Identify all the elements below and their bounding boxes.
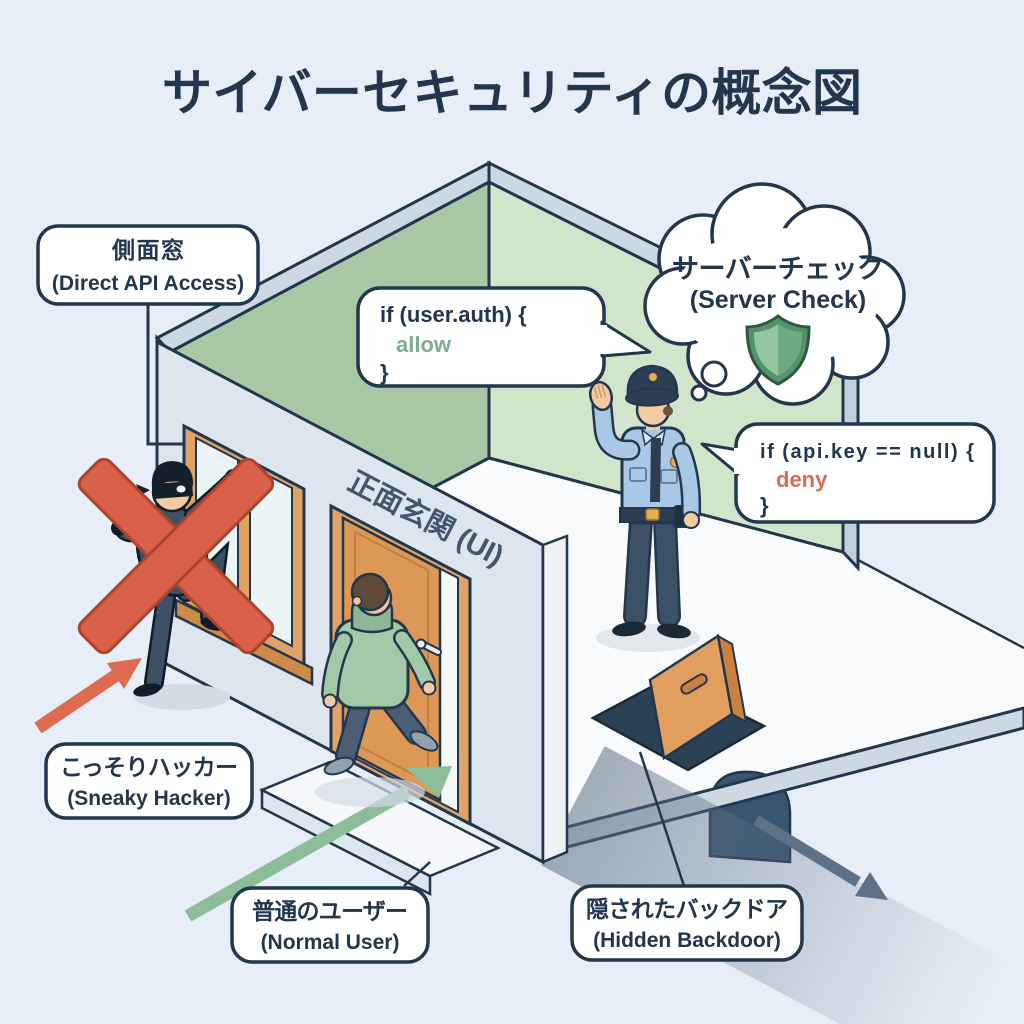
server-check-en: (Server Check) [690, 286, 866, 314]
deny-code-line3: } [760, 493, 769, 518]
hidden-backdoor-trapdoor [590, 633, 767, 772]
user-ear [351, 595, 363, 607]
red-arrow-shaft [34, 668, 122, 734]
server-check-cloud: サーバーチェック (Server Check) [643, 182, 906, 406]
backdoor-arrow [753, 815, 888, 900]
cloud-core [675, 228, 879, 368]
guard-collar-left [640, 428, 655, 447]
label-sneaky-hacker: こっそりハッカー (Sneaky Hacker) [44, 742, 254, 820]
normal-user-figure [315, 572, 439, 807]
thought-trail-bubble-1 [700, 360, 728, 388]
deny-code-line1: if (api.key == null) { [760, 441, 974, 463]
hidden-backdoor-jp: 隠されたバックドア [586, 896, 788, 922]
hacker-eye [176, 485, 186, 493]
sneaky-hacker-jp: こっそりハッカー [60, 754, 238, 780]
side-window-jp: 側面窓 [111, 237, 184, 263]
guard-left-hand [682, 511, 700, 529]
trapdoor-handle [680, 673, 708, 695]
guard-tie [650, 438, 661, 502]
page-title: サイバーセキュリティの概念図 [162, 65, 862, 121]
left-wall-base-line [431, 456, 490, 490]
allow-bubble-seam [597, 325, 607, 354]
user-right-hand [421, 680, 437, 696]
code-bubble-allow: if (user.auth) { allow } [356, 286, 652, 388]
backdoor-arrow-head [855, 872, 888, 900]
guard-stop-hand [588, 380, 614, 412]
green-arrow-shaft [184, 785, 412, 922]
guard-hair [663, 406, 673, 416]
label-hidden-backdoor: 隠されたバックドア (Hidden Backdoor) [570, 751, 804, 962]
normal-user-jp: 普通のユーザー [252, 898, 408, 924]
red-arrow-head [107, 658, 142, 689]
allow-code-keyword: allow [396, 332, 452, 357]
side-window-connector [146, 304, 184, 446]
user-left-hand [322, 693, 338, 709]
normal-user-arrow [184, 766, 452, 922]
front-wall-edge-band [541, 534, 569, 864]
side-window-box [36, 224, 260, 306]
hacker-back-foot [133, 683, 161, 697]
hacker-mask-knot [136, 484, 150, 495]
guard-pocket-right [660, 469, 678, 484]
security-guard-figure [588, 364, 702, 652]
red-x-icon [77, 457, 275, 655]
shield-icon [745, 314, 811, 386]
guard-right-shoe [657, 623, 691, 639]
side-window-en: (Direct API Access) [52, 272, 244, 295]
normal-user-en: (Normal User) [261, 931, 400, 954]
hidden-backdoor-en: (Hidden Backdoor) [593, 929, 781, 952]
guard-cap-brim [625, 387, 679, 407]
normal-user-box [230, 886, 430, 964]
hacker-arrow [34, 658, 142, 734]
thought-trail-bubble-2 [690, 384, 708, 402]
deny-code-keyword: deny [776, 467, 828, 492]
green-arrow-head [406, 766, 452, 798]
code-bubble-deny: if (api.key == null) { deny } [700, 422, 996, 524]
server-check-jp: サーバーチェック [672, 254, 884, 284]
deny-bubble-box [734, 422, 996, 524]
user-right-shoe [409, 730, 439, 752]
guard-cap-emblem [649, 373, 657, 381]
label-normal-user: 普通のユーザー (Normal User) [230, 861, 431, 964]
sneaky-hacker-en: (Sneaky Hacker) [67, 787, 230, 810]
allow-code-line1: if (user.auth) { [380, 302, 527, 327]
label-side-window: 側面窓 (Direct API Access) [36, 224, 260, 446]
floor-right-edge-line [842, 550, 1024, 650]
guard-pocket-left [629, 467, 647, 482]
hacker-eye-mask [153, 481, 193, 499]
hacker-beanie [151, 461, 194, 488]
allow-code-line3: } [380, 360, 389, 385]
user-left-shoe [323, 756, 355, 776]
hidden-backdoor-connector [638, 751, 686, 887]
hidden-backdoor-box [570, 884, 804, 962]
backdoor-arrow-shaft [753, 815, 861, 887]
deny-bubble-seam [734, 448, 744, 474]
normal-user-connector [403, 861, 431, 887]
user-shadow [315, 777, 425, 807]
guard-left-shoe [612, 621, 646, 637]
sneaky-hacker-box [44, 742, 254, 820]
trapdoor-lid [648, 633, 734, 761]
guard-buckle [645, 508, 660, 521]
